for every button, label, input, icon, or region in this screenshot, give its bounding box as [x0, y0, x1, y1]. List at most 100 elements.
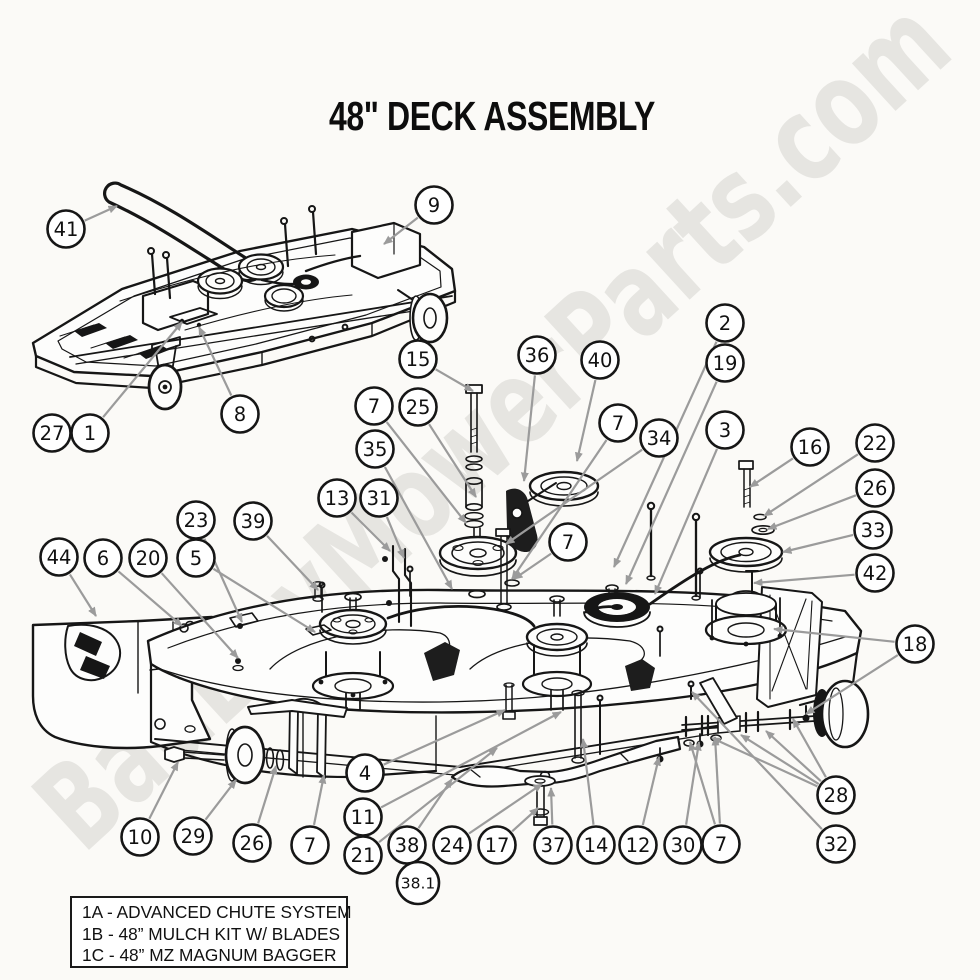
callout-6[interactable]: 6 — [83, 538, 123, 578]
callout-circle[interactable] — [317, 478, 357, 518]
callout-15[interactable]: 15 — [398, 339, 438, 379]
callout-26[interactable]: 26 — [855, 468, 895, 508]
callout-19[interactable]: 19 — [705, 343, 745, 383]
callout-37[interactable]: 37 — [533, 825, 573, 865]
callout-1[interactable]: 1 — [70, 413, 110, 453]
callout-circle[interactable] — [790, 427, 830, 467]
callout-circle[interactable] — [855, 468, 895, 508]
leader-arrow-40 — [574, 379, 597, 462]
callout-circle[interactable] — [855, 553, 895, 593]
callout-36[interactable]: 36 — [517, 335, 557, 375]
callout-circle[interactable] — [816, 775, 856, 815]
callout-circle[interactable] — [705, 410, 745, 450]
callout-circle[interactable] — [580, 340, 620, 380]
callout-38[interactable]: 38 — [387, 825, 427, 865]
callout-circle[interactable] — [855, 423, 895, 463]
callout-7[interactable]: 7 — [701, 824, 741, 864]
callout-10[interactable]: 10 — [120, 817, 160, 857]
callout-7[interactable]: 7 — [548, 522, 588, 562]
callout-38.1[interactable]: 38.1 — [395, 860, 441, 906]
callout-34[interactable]: 34 — [639, 418, 679, 458]
callout-circle[interactable] — [176, 538, 216, 578]
callout-circle[interactable] — [398, 387, 438, 427]
callout-circle[interactable] — [853, 510, 893, 550]
callout-circle[interactable] — [517, 335, 557, 375]
callout-25[interactable]: 25 — [398, 387, 438, 427]
callout-circle[interactable] — [576, 825, 616, 865]
callout-circle[interactable] — [232, 823, 272, 863]
callout-13[interactable]: 13 — [317, 478, 357, 518]
callout-circle[interactable] — [290, 825, 330, 865]
callout-circle[interactable] — [83, 538, 123, 578]
callout-circle[interactable] — [639, 418, 679, 458]
callout-circle[interactable] — [355, 429, 395, 469]
leader-arrow-7 — [312, 774, 327, 826]
callout-32[interactable]: 32 — [816, 824, 856, 864]
callout-circle[interactable] — [816, 824, 856, 864]
callout-41[interactable]: 41 — [46, 209, 86, 249]
callout-circle[interactable] — [343, 835, 383, 875]
callout-circle[interactable] — [895, 624, 935, 664]
callout-circle[interactable] — [701, 824, 741, 864]
leader-arrow-28 — [792, 718, 827, 778]
callout-circle[interactable] — [46, 209, 86, 249]
callout-circle[interactable] — [705, 303, 745, 343]
callout-24[interactable]: 24 — [432, 825, 472, 865]
callout-2[interactable]: 2 — [705, 303, 745, 343]
callout-40[interactable]: 40 — [580, 340, 620, 380]
callout-circle[interactable] — [233, 501, 273, 541]
callout-18[interactable]: 18 — [895, 624, 935, 664]
callout-26[interactable]: 26 — [232, 823, 272, 863]
callout-7[interactable]: 7 — [290, 825, 330, 865]
callout-27[interactable]: 27 — [32, 413, 72, 453]
callout-28[interactable]: 28 — [816, 775, 856, 815]
callout-17[interactable]: 17 — [477, 825, 517, 865]
leader-arrow-18 — [805, 654, 899, 715]
callout-circle[interactable] — [220, 394, 260, 434]
callout-circle[interactable] — [533, 825, 573, 865]
callout-29[interactable]: 29 — [173, 816, 213, 856]
callout-circle[interactable] — [598, 403, 638, 443]
callout-circle[interactable] — [173, 816, 213, 856]
callout-circle[interactable] — [39, 537, 79, 577]
callout-circle[interactable] — [359, 478, 399, 518]
callout-5[interactable]: 5 — [176, 538, 216, 578]
callout-39[interactable]: 39 — [233, 501, 273, 541]
callout-circle[interactable] — [128, 538, 168, 578]
callout-7[interactable]: 7 — [598, 403, 638, 443]
callout-30[interactable]: 30 — [663, 825, 703, 865]
callout-11[interactable]: 11 — [343, 797, 383, 837]
callout-23[interactable]: 23 — [176, 500, 216, 540]
callout-12[interactable]: 12 — [618, 825, 658, 865]
callout-circle[interactable] — [398, 339, 438, 379]
callout-circle[interactable] — [354, 386, 394, 426]
callout-7[interactable]: 7 — [354, 386, 394, 426]
callout-circle[interactable] — [387, 825, 427, 865]
callout-4[interactable]: 4 — [345, 753, 385, 793]
callout-circle[interactable] — [395, 860, 441, 906]
callout-circle[interactable] — [618, 825, 658, 865]
callout-42[interactable]: 42 — [855, 553, 895, 593]
callout-20[interactable]: 20 — [128, 538, 168, 578]
callout-31[interactable]: 31 — [359, 478, 399, 518]
callout-33[interactable]: 33 — [853, 510, 893, 550]
callout-circle[interactable] — [120, 817, 160, 857]
callout-16[interactable]: 16 — [790, 427, 830, 467]
callout-35[interactable]: 35 — [355, 429, 395, 469]
callout-14[interactable]: 14 — [576, 825, 616, 865]
callout-3[interactable]: 3 — [705, 410, 745, 450]
callout-circle[interactable] — [345, 753, 385, 793]
callout-circle[interactable] — [432, 825, 472, 865]
callout-22[interactable]: 22 — [855, 423, 895, 463]
callout-9[interactable]: 9 — [414, 185, 454, 225]
callout-circle[interactable] — [477, 825, 517, 865]
callout-21[interactable]: 21 — [343, 835, 383, 875]
callout-circle[interactable] — [414, 185, 454, 225]
callout-circle[interactable] — [70, 413, 110, 453]
callout-44[interactable]: 44 — [39, 537, 79, 577]
callout-circle[interactable] — [705, 343, 745, 383]
callout-number: 5 — [190, 547, 202, 570]
leader-arrow-7 — [511, 439, 608, 580]
callout-circle[interactable] — [548, 522, 588, 562]
callout-8[interactable]: 8 — [220, 394, 260, 434]
